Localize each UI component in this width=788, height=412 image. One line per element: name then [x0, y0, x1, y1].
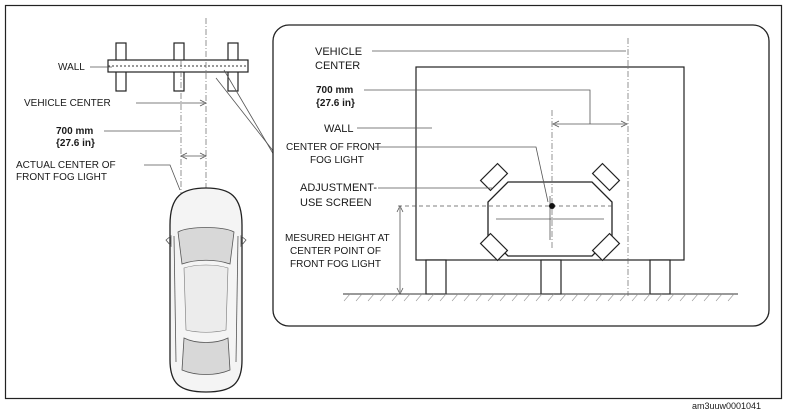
detail-view: VEHICLE CENTER 700 mm {27.6 in} WALL CEN…	[272, 24, 770, 327]
detail-distance-in: {27.6 in}	[316, 98, 355, 109]
figure-frame	[4, 4, 783, 400]
detail-wall-label: WALL	[324, 123, 354, 135]
detail-fog-center-line1: CENTER OF FRONT	[286, 142, 381, 153]
left-view: WALL VEHICLE CENTER 700 mm {27.6 in} ACT…	[16, 18, 279, 393]
detail-height-line2: CENTER POINT OF	[290, 246, 381, 257]
detail-vehicle-center-line2: CENTER	[315, 60, 360, 72]
detail-screen-line2: USE SCREEN	[300, 197, 372, 209]
left-distance-in: {27.6 in}	[56, 138, 95, 149]
detail-distance-mm: 700 mm	[316, 85, 353, 96]
detail-fog-center-line2: FOG LIGHT	[310, 155, 364, 166]
figure-code: am3uuw0001041	[692, 401, 761, 411]
left-wall-label: WALL	[58, 62, 85, 73]
fog-light-center-point	[549, 203, 555, 209]
left-distance-mm: 700 mm	[56, 126, 93, 137]
left-fog-light-label-line1: ACTUAL CENTER OF	[16, 160, 116, 171]
detail-vehicle-center-line1: VEHICLE	[315, 46, 362, 58]
detail-screen-line1: ADJUSTMENT-	[300, 182, 377, 194]
detail-height-line1: MESURED HEIGHT AT	[285, 233, 390, 244]
left-fog-light-label-line2: FRONT FOG LIGHT	[16, 172, 107, 183]
vehicle-top-view	[165, 187, 247, 393]
wall-plan	[107, 42, 249, 92]
detail-height-line3: FRONT FOG LIGHT	[290, 259, 381, 270]
adjustment-screen	[479, 162, 621, 262]
left-vehicle-center-label: VEHICLE CENTER	[24, 98, 111, 109]
floor-hatching	[343, 293, 735, 302]
